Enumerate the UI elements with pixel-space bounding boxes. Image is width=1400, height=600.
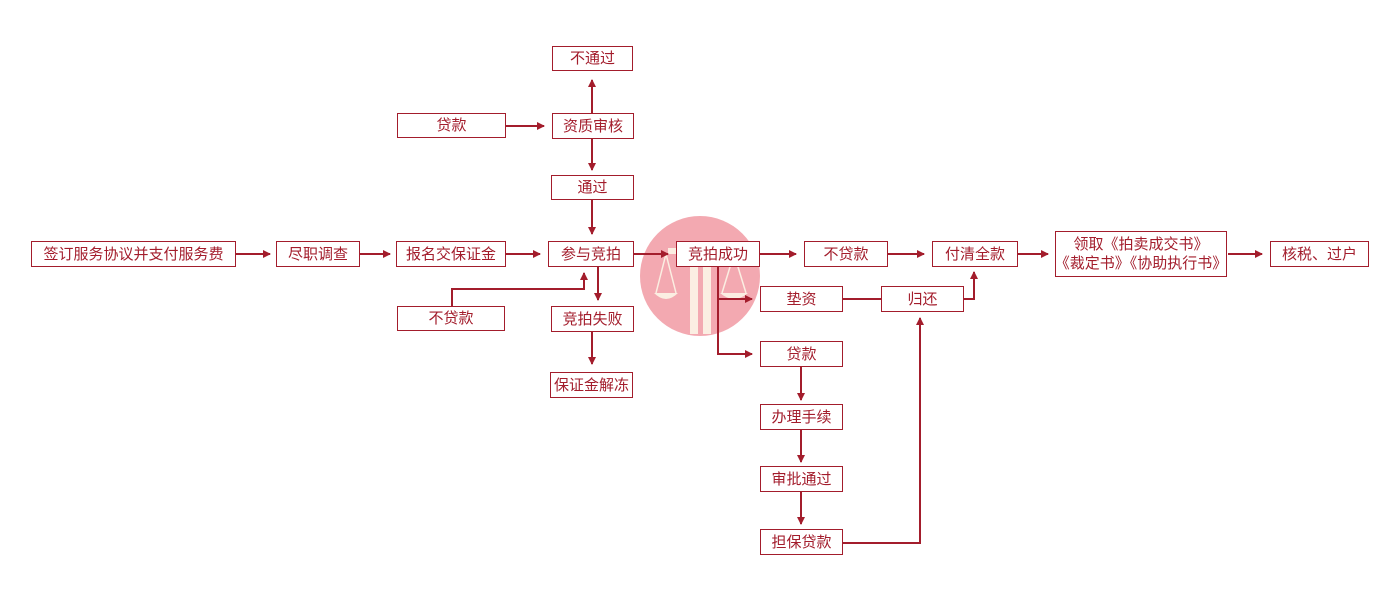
node-receive-documents: 领取《拍卖成交书》 《裁定书》《协助执行书》 — [1055, 231, 1227, 277]
node-no-loan: 不贷款 — [804, 241, 888, 267]
node-guarantee-loan: 担保贷款 — [760, 529, 843, 555]
node-register-deposit: 报名交保证金 — [396, 241, 506, 267]
node-participate-auction: 参与竞拍 — [548, 241, 634, 267]
node-loan-top: 贷款 — [397, 113, 506, 138]
node-no-loan-left: 不贷款 — [397, 306, 505, 331]
scales-of-justice-icon — [640, 216, 760, 336]
node-repay: 归还 — [881, 286, 964, 312]
node-pay-full: 付清全款 — [932, 241, 1018, 267]
connector-arrow — [964, 272, 974, 299]
connector-arrow — [843, 318, 920, 543]
node-not-passed: 不通过 — [552, 46, 633, 71]
node-sign-agreement: 签订服务协议并支付服务费 — [31, 241, 236, 267]
node-tax-transfer: 核税、过户 — [1270, 241, 1369, 267]
connector-arrow — [452, 273, 584, 306]
node-auction-failed: 竞拍失败 — [551, 306, 634, 332]
node-approval-passed: 审批通过 — [760, 466, 843, 492]
node-bridge-fund: 垫资 — [760, 286, 843, 312]
node-loan-branch: 贷款 — [760, 341, 843, 367]
node-due-diligence: 尽职调查 — [276, 241, 360, 267]
node-passed: 通过 — [551, 175, 634, 200]
node-handle-procedures: 办理手续 — [760, 404, 843, 430]
node-auction-success: 竞拍成功 — [676, 241, 760, 267]
node-deposit-unfrozen: 保证金解冻 — [550, 372, 633, 398]
node-qualification-review: 资质审核 — [552, 113, 634, 139]
